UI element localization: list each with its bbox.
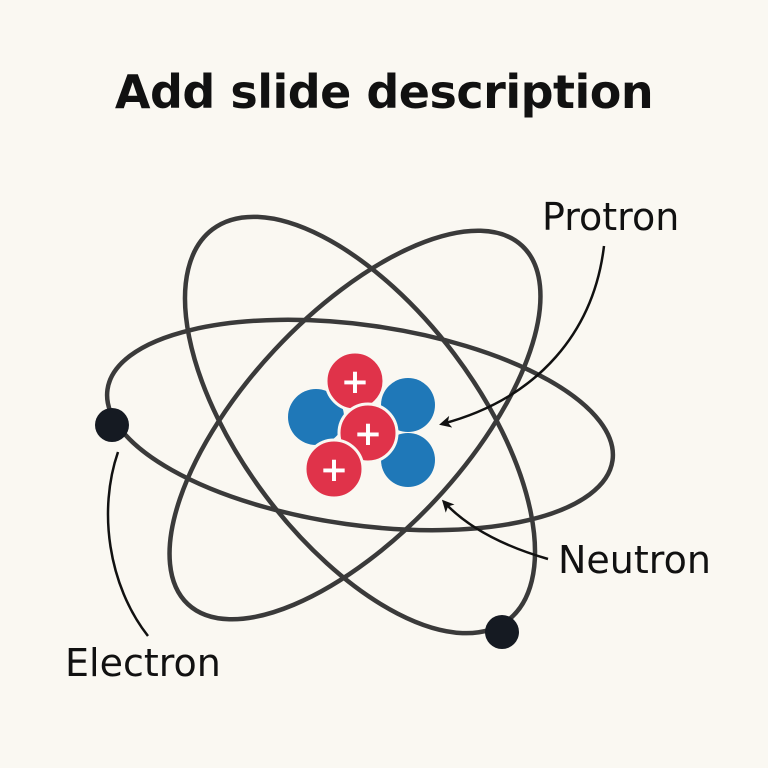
proton-callout-arrow [439,245,606,428]
neutron-label: Neutron [558,538,711,582]
proton-bottom: + [303,438,365,500]
electron-callout-line [106,451,149,637]
slide-title[interactable]: Add slide description [114,65,654,119]
proton-top: + [324,350,386,412]
electron-left [95,408,129,442]
neutron-left [288,389,344,445]
nucleus: + + + [288,350,435,500]
orbit-tilted-right [167,228,543,622]
electron-bottom-right [485,615,519,649]
electron-label: Electron [65,641,221,685]
proton-label: Protron [542,195,679,239]
svg-text:+: + [341,362,370,402]
neutron-callout-arrow [441,499,549,561]
svg-text:+: + [354,414,383,454]
svg-text:+: + [320,450,349,490]
orbit-horizontal [104,317,616,533]
